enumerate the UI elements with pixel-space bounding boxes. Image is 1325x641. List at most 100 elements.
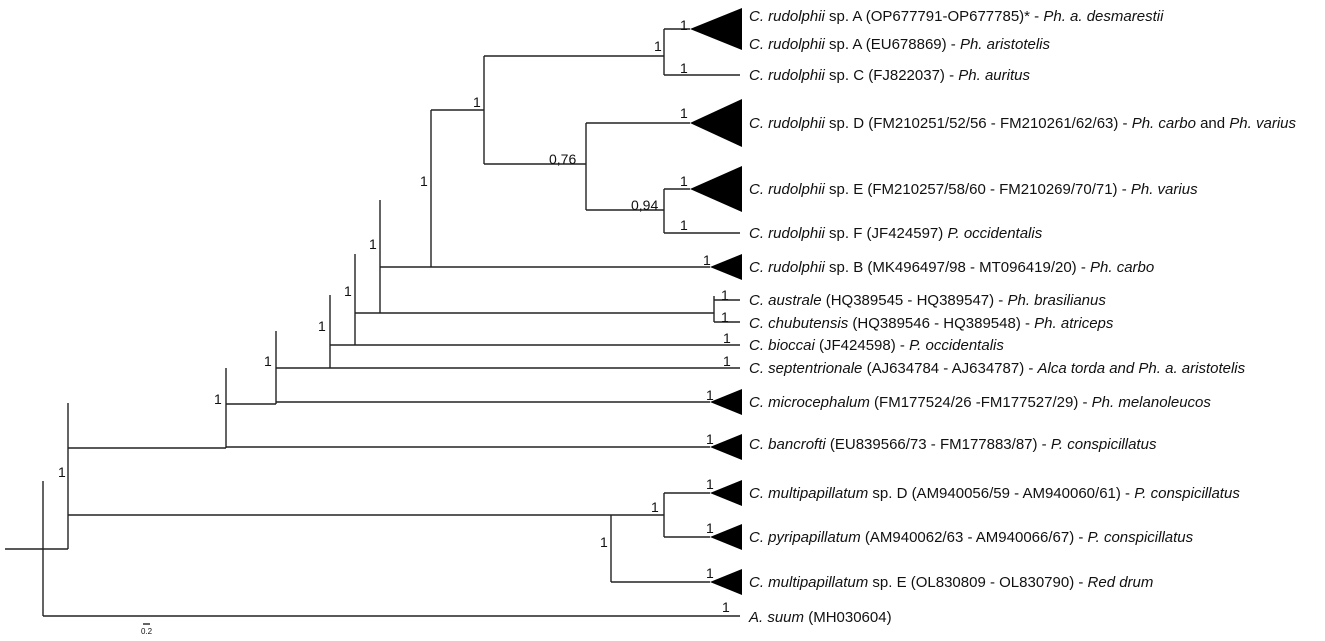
species-name: C. rudolphii bbox=[749, 181, 826, 198]
accession-text: sp. E (FM210257/58/60 - FM210269/70/71) … bbox=[825, 181, 1131, 198]
support-value-n_c: 1 bbox=[344, 283, 352, 299]
tip-label-t6: C. rudolphii sp. F (JF424597) P. occiden… bbox=[749, 225, 1043, 242]
support-value-n_j: 0,94 bbox=[631, 197, 658, 213]
collapsed-clade-t13 bbox=[710, 434, 742, 460]
support-value-l_t1: 1 bbox=[680, 17, 688, 33]
support-value-l_t16: 1 bbox=[706, 565, 714, 581]
support-value-l_t5: 1 bbox=[680, 173, 688, 189]
accession-text: sp. A (EU678869) - bbox=[825, 36, 960, 53]
host-name: Ph. a. desmarestii bbox=[1043, 8, 1164, 25]
tip-label-t15: C. pyripapillatum (AM940062/63 - AM94006… bbox=[749, 529, 1194, 546]
support-value-l_t13: 1 bbox=[706, 431, 714, 447]
collapsed-clade-t5 bbox=[690, 166, 742, 212]
accession-text: (AJ634784 - AJ634787) - bbox=[862, 360, 1037, 377]
support-value-n_f: 1 bbox=[473, 94, 481, 110]
support-value-n_root: 1 bbox=[58, 464, 66, 480]
accession-text: (EU839566/73 - FM177883/87) - bbox=[826, 436, 1051, 453]
species-name: C. rudolphii bbox=[749, 115, 826, 132]
support-value-l_t10: 1 bbox=[723, 330, 731, 346]
collapsed-clade-t14 bbox=[710, 480, 742, 506]
accession-text: (HQ389546 - HQ389548) - bbox=[848, 315, 1034, 332]
tip-label-t17: A. suum (MH030604) bbox=[748, 609, 892, 626]
support-value-l_t8: 1 bbox=[721, 287, 729, 303]
tip-label-t14: C. multipapillatum sp. D (AM940056/59 - … bbox=[749, 485, 1240, 502]
collapsed-clade-t12 bbox=[710, 389, 742, 415]
collapsed-clades bbox=[690, 8, 742, 595]
support-value-n_multD: 1 bbox=[651, 499, 659, 515]
support-value-n_d: 1 bbox=[369, 236, 377, 252]
accession-text: sp. B (MK496497/98 - MT096419/20) - bbox=[825, 259, 1090, 276]
support-value-l_t14: 1 bbox=[706, 476, 714, 492]
tip-label-t4: C. rudolphii sp. D (FM210251/52/56 - FM2… bbox=[749, 115, 1296, 132]
host-name: Ph. atriceps bbox=[1034, 315, 1114, 332]
host-name: P. conspicillatus bbox=[1088, 529, 1194, 546]
species-name: C. septentrionale bbox=[749, 360, 862, 377]
collapsed-clade-t16 bbox=[710, 569, 742, 595]
host-name: P. occidentalis bbox=[947, 225, 1042, 242]
support-value-l_t15: 1 bbox=[706, 520, 714, 536]
host-name: Alca torda and Ph. a. aristotelis bbox=[1037, 360, 1246, 377]
host-name: P. conspicillatus bbox=[1134, 485, 1240, 502]
support-value-l_t6: 1 bbox=[680, 217, 688, 233]
accession-text: (FM177524/26 -FM177527/29) - bbox=[870, 394, 1092, 411]
accession-text: sp. D (FM210251/52/56 - FM210261/62/63) … bbox=[825, 115, 1132, 132]
tip-label-t5: C. rudolphii sp. E (FM210257/58/60 - FM2… bbox=[749, 181, 1198, 198]
connector-text: and bbox=[1196, 115, 1229, 132]
tip-label-t13: C. bancrofti (EU839566/73 - FM177883/87)… bbox=[749, 436, 1157, 453]
tip-label-t1: C. rudolphii sp. A (OP677791-OP677785)* … bbox=[749, 8, 1164, 25]
support-value-l_t11: 1 bbox=[723, 353, 731, 369]
collapsed-clade-t4 bbox=[690, 99, 742, 147]
host-name: Ph. varius bbox=[1229, 115, 1296, 132]
accession-text: (HQ389545 - HQ389547) - bbox=[822, 292, 1008, 309]
tip-label-t3: C. rudolphii sp. C (FJ822037) - Ph. auri… bbox=[749, 67, 1030, 84]
host-name: Ph. brasilianus bbox=[1007, 292, 1106, 309]
accession-text: sp. E (OL830809 - OL830790) - bbox=[868, 574, 1087, 591]
support-value-l_t3: 1 bbox=[680, 60, 688, 76]
tip-label-t16: C. multipapillatum sp. E (OL830809 - OL8… bbox=[749, 574, 1153, 591]
support-value-n_g: 1 bbox=[654, 38, 662, 54]
support-value-l_t4: 1 bbox=[680, 105, 688, 121]
accession-text: sp. D (AM940056/59 - AM940060/61) - bbox=[868, 485, 1134, 502]
accession-text: (AM940062/63 - AM940066/67) - bbox=[861, 529, 1088, 546]
host-name: Ph. varius bbox=[1131, 181, 1198, 198]
accession-text: (MH030604) bbox=[804, 609, 892, 626]
species-name: C. rudolphii bbox=[749, 259, 826, 276]
species-name: C. multipapillatum bbox=[749, 574, 868, 591]
tip-label-t11: C. septentrionale (AJ634784 - AJ634787) … bbox=[749, 360, 1246, 377]
accession-text: sp. F (JF424597) bbox=[825, 225, 948, 242]
accession-text: sp. A (OP677791-OP677785)* - bbox=[825, 8, 1043, 25]
tip-label-t7: C. rudolphii sp. B (MK496497/98 - MT0964… bbox=[749, 259, 1154, 276]
support-value-n_cont: 1 bbox=[214, 391, 222, 407]
species-name: C. chubutensis bbox=[749, 315, 849, 332]
species-name: A. suum bbox=[748, 609, 804, 626]
scale-bar: 0.2 bbox=[141, 623, 153, 636]
host-name: P. occidentalis bbox=[909, 337, 1004, 354]
host-name: P. conspicillatus bbox=[1051, 436, 1157, 453]
host-name: Ph. auritus bbox=[958, 67, 1030, 84]
support-value-n_b: 1 bbox=[318, 318, 326, 334]
species-name: C. microcephalum bbox=[749, 394, 870, 411]
host-name: Ph. carbo bbox=[1132, 115, 1196, 132]
support-value-n_e: 1 bbox=[420, 173, 428, 189]
accession-text: sp. C (FJ822037) - bbox=[825, 67, 958, 84]
host-name: Ph. aristotelis bbox=[960, 36, 1051, 53]
host-name: Ph. carbo bbox=[1090, 259, 1154, 276]
tip-label-t8: C. australe (HQ389545 - HQ389547) - Ph. … bbox=[749, 292, 1106, 309]
collapsed-clade-t7 bbox=[710, 254, 742, 280]
tip-label-t10: C. bioccai (JF424598) - P. occidentalis bbox=[749, 337, 1004, 354]
support-value-n_a: 1 bbox=[264, 353, 272, 369]
tip-label-t9: C. chubutensis (HQ389546 - HQ389548) - P… bbox=[749, 315, 1114, 332]
collapsed-clade-t1 bbox=[690, 8, 742, 50]
support-value-n_h: 0,76 bbox=[549, 151, 576, 167]
species-name: C. rudolphii bbox=[749, 67, 826, 84]
scale-bar-label: 0.2 bbox=[141, 627, 153, 636]
tip-label-t12: C. microcephalum (FM177524/26 -FM177527/… bbox=[749, 394, 1211, 411]
species-name: C. pyripapillatum bbox=[749, 529, 861, 546]
host-name: Ph. melanoleucos bbox=[1092, 394, 1212, 411]
support-value-l_t9: 1 bbox=[721, 309, 729, 325]
species-name: C. bancrofti bbox=[749, 436, 826, 453]
support-value-l_t12: 1 bbox=[706, 387, 714, 403]
host-name: Red drum bbox=[1088, 574, 1154, 591]
